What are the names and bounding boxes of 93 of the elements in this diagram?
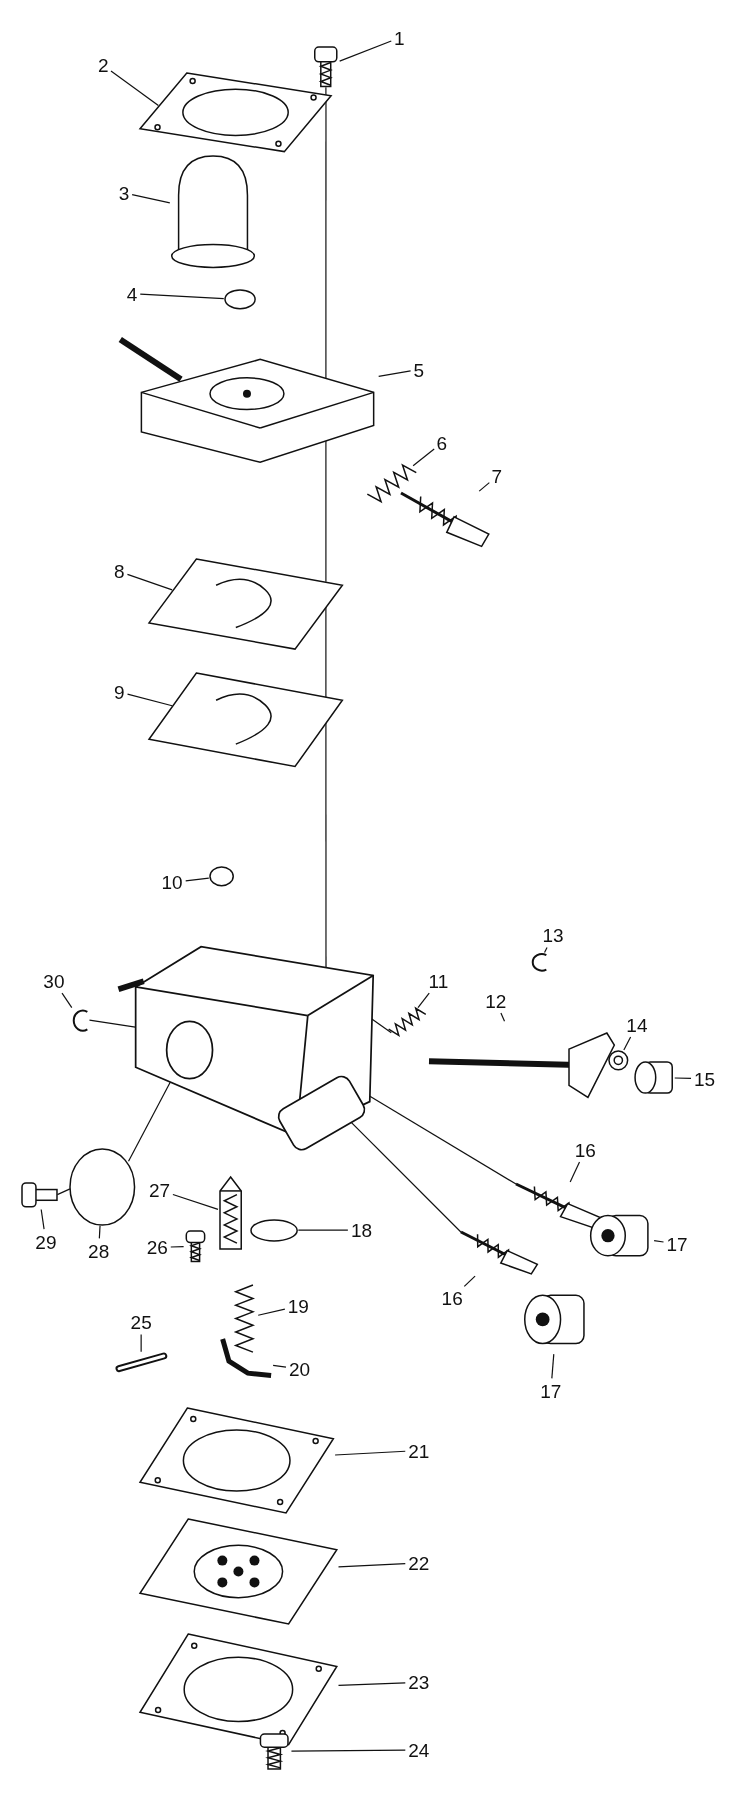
leader-line xyxy=(131,194,171,204)
leader-line xyxy=(417,992,430,1009)
callout-number: 26 xyxy=(146,1237,168,1257)
callout-number: 22 xyxy=(408,1553,430,1573)
leader-line xyxy=(463,1275,476,1287)
assembly-line xyxy=(325,606,327,699)
leader-line xyxy=(543,946,548,954)
callout-number: 15 xyxy=(694,1069,716,1089)
callout-number: 4 xyxy=(126,284,138,304)
diaphragm-drawing xyxy=(137,1517,339,1627)
leader-line xyxy=(653,1240,665,1243)
callout-number: 11 xyxy=(428,971,449,991)
leader-line xyxy=(500,1012,506,1022)
leader-line xyxy=(569,1161,581,1183)
leader-line xyxy=(674,1077,692,1079)
screw-drawing xyxy=(257,1732,292,1770)
assembly-line xyxy=(325,722,327,968)
leader-line xyxy=(297,1229,349,1231)
callout-number: 19 xyxy=(287,1296,309,1316)
disk-drawing xyxy=(250,1218,299,1242)
leader-line xyxy=(337,1563,406,1568)
callout-number: 2 xyxy=(98,55,109,75)
leader-line xyxy=(337,1682,406,1686)
leader-line xyxy=(551,1353,555,1379)
callout-number: 21 xyxy=(408,1441,430,1460)
leader-line xyxy=(290,1749,406,1752)
callout-number: 23 xyxy=(408,1672,430,1692)
bulb-drawing xyxy=(169,154,256,270)
callout-number: 24 xyxy=(408,1740,430,1760)
spring-drawing xyxy=(369,464,414,502)
leader-line xyxy=(334,1450,406,1456)
needle-drawing xyxy=(399,491,492,549)
washer-drawing xyxy=(608,1050,629,1071)
leader-line xyxy=(172,1193,219,1210)
leader-line xyxy=(185,877,210,882)
callout-number: 28 xyxy=(88,1241,110,1261)
leader-line xyxy=(170,1246,185,1248)
gasket-drawing xyxy=(137,1631,339,1747)
leader-line xyxy=(126,693,173,707)
callout-number: 6 xyxy=(436,433,448,453)
callout-number: 20 xyxy=(288,1359,311,1379)
leader-line xyxy=(339,40,392,62)
leader-line xyxy=(40,1208,45,1230)
callout-number: 16 xyxy=(441,1288,463,1308)
leader-line xyxy=(110,70,159,107)
needle-drawing xyxy=(218,1176,244,1251)
callout-number: 10 xyxy=(161,872,183,892)
callout-number: 3 xyxy=(118,183,130,203)
assembly-line xyxy=(88,1019,136,1028)
needle-drawing xyxy=(459,1230,540,1277)
screw-drawing xyxy=(20,1179,58,1210)
leader-line xyxy=(272,1364,287,1368)
callout-number: 9 xyxy=(114,682,125,702)
diaphragm-drawing xyxy=(146,556,345,651)
leader-line xyxy=(61,992,73,1009)
assembly-line xyxy=(56,1188,71,1196)
spring-drawing xyxy=(390,1007,425,1036)
disk-drawing xyxy=(68,1147,136,1226)
callout-number: 1 xyxy=(394,28,405,48)
pin-drawing xyxy=(114,1351,168,1373)
leader-line xyxy=(257,1308,286,1316)
diaphragm-drawing xyxy=(146,671,345,769)
screw-drawing xyxy=(312,45,340,88)
callout-number: 12 xyxy=(485,991,507,1011)
leader-line xyxy=(140,1333,142,1353)
callout-number: 8 xyxy=(114,562,125,581)
callout-number: 13 xyxy=(542,925,564,945)
callout-number: 7 xyxy=(491,466,503,486)
callout-number: 18 xyxy=(350,1220,373,1240)
callout-number: 25 xyxy=(130,1312,152,1332)
leader-line xyxy=(378,370,412,377)
gasket-drawing xyxy=(137,1405,336,1515)
callout-number: 17 xyxy=(540,1381,562,1401)
leader-line xyxy=(139,293,225,300)
disk-drawing xyxy=(223,289,256,310)
callout-number: 29 xyxy=(35,1232,57,1252)
callout-number: 27 xyxy=(148,1180,171,1200)
disk-drawing xyxy=(208,866,235,888)
leader-line xyxy=(412,448,435,467)
assembly-line xyxy=(368,1095,518,1185)
callout-number: 30 xyxy=(43,971,65,991)
callout-number: 17 xyxy=(666,1234,688,1254)
assembly-line xyxy=(325,440,327,583)
leader-line xyxy=(126,573,173,591)
callout-number: 5 xyxy=(413,360,425,379)
assembly-line xyxy=(325,101,327,380)
leader-line xyxy=(478,482,490,492)
callout-number: 14 xyxy=(626,1015,648,1035)
callout-number: 16 xyxy=(574,1140,596,1160)
leader-line xyxy=(623,1036,632,1051)
assembly-line xyxy=(371,1018,392,1034)
screw-drawing xyxy=(183,1230,207,1263)
leader-line xyxy=(98,1225,101,1239)
